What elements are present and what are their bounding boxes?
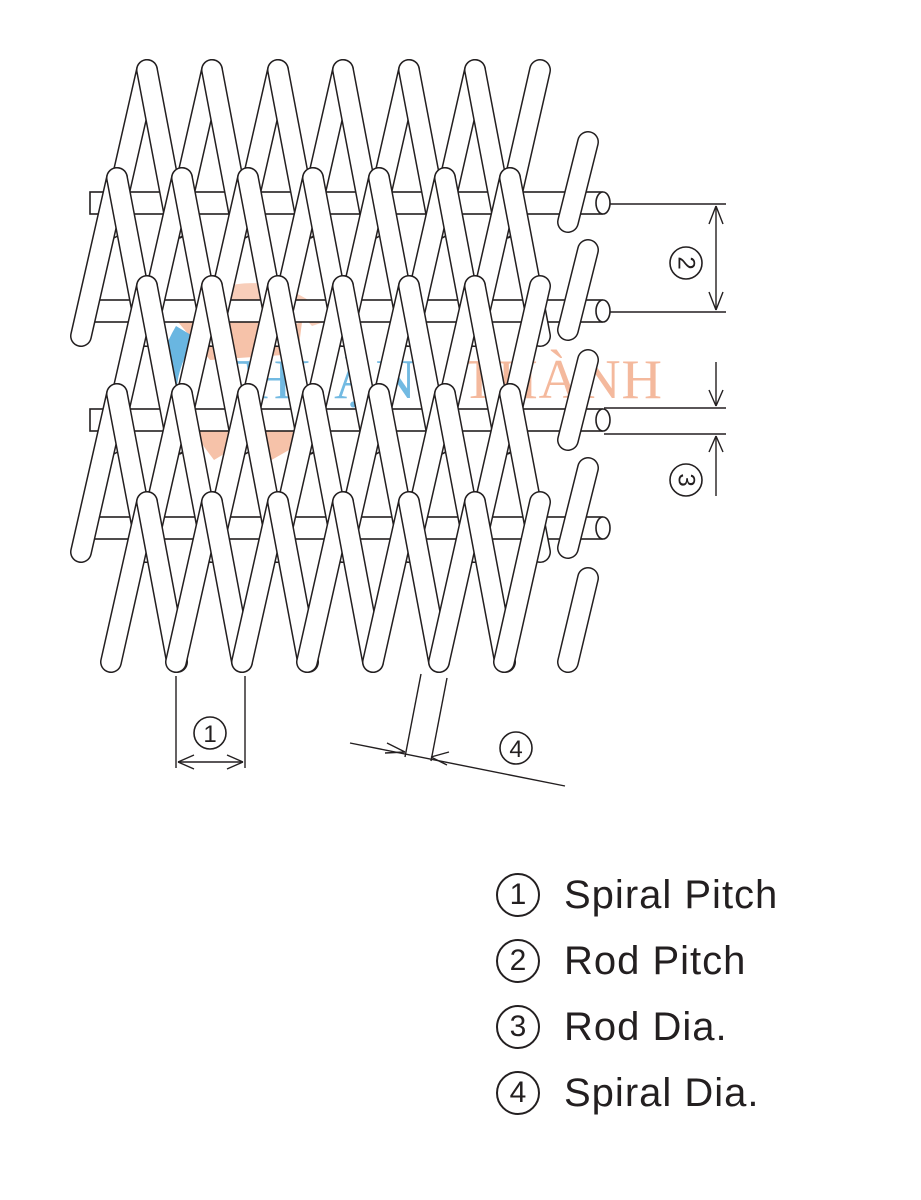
legend-label-spiral-dia: Spiral Dia. xyxy=(564,1070,760,1115)
legend-label-rod-pitch: Rod Pitch xyxy=(564,938,747,983)
legend-item-spiral-dia: 4 Spiral Dia. xyxy=(496,1060,896,1126)
marker-1-circle xyxy=(193,716,227,750)
dimension-spiral-dia: 4 xyxy=(349,673,566,787)
spiral-end-stub xyxy=(557,239,599,341)
marker-4-label: 4 xyxy=(509,736,522,763)
spiral-end-stub xyxy=(557,349,599,451)
spiral-end-stubs xyxy=(557,131,599,673)
marker-4-circle xyxy=(499,731,533,765)
cross-rod xyxy=(89,408,611,432)
legend-number-1: 1 xyxy=(496,873,540,917)
legend-number-4: 4 xyxy=(496,1071,540,1115)
legend-number-3: 3 xyxy=(496,1005,540,1049)
legend-label-rod-dia: Rod Dia. xyxy=(564,1004,728,1049)
legend: 1 Spiral Pitch 2 Rod Pitch 3 Rod Dia. 4 … xyxy=(496,862,896,1126)
marker-3-circle xyxy=(669,463,703,497)
spiral-end-stub xyxy=(557,567,599,673)
spiral-wires xyxy=(70,59,551,673)
legend-item-rod-pitch: 2 Rod Pitch xyxy=(496,928,896,994)
spiral-wire-segment xyxy=(493,491,551,673)
marker-3-label: 3 xyxy=(673,473,700,486)
legend-item-rod-dia: 3 Rod Dia. xyxy=(496,994,896,1060)
dimension-rod-pitch: 2 xyxy=(610,203,726,313)
legend-label-spiral-pitch: Spiral Pitch xyxy=(564,872,779,917)
marker-2-circle xyxy=(669,246,703,280)
spiral-end-stub xyxy=(557,131,599,233)
mesh-belt-diagram: THUẬN THÀNH 1 2 3 xyxy=(70,59,726,787)
dimension-rod-dia: 3 xyxy=(604,362,726,497)
legend-item-spiral-pitch: 1 Spiral Pitch xyxy=(496,862,896,928)
dimension-spiral-pitch: 1 xyxy=(175,676,246,770)
spiral-end-stub xyxy=(557,457,599,559)
marker-2-label: 2 xyxy=(673,256,700,269)
legend-number-2: 2 xyxy=(496,939,540,983)
cross-rod xyxy=(89,191,611,215)
marker-1-label: 1 xyxy=(203,721,216,748)
